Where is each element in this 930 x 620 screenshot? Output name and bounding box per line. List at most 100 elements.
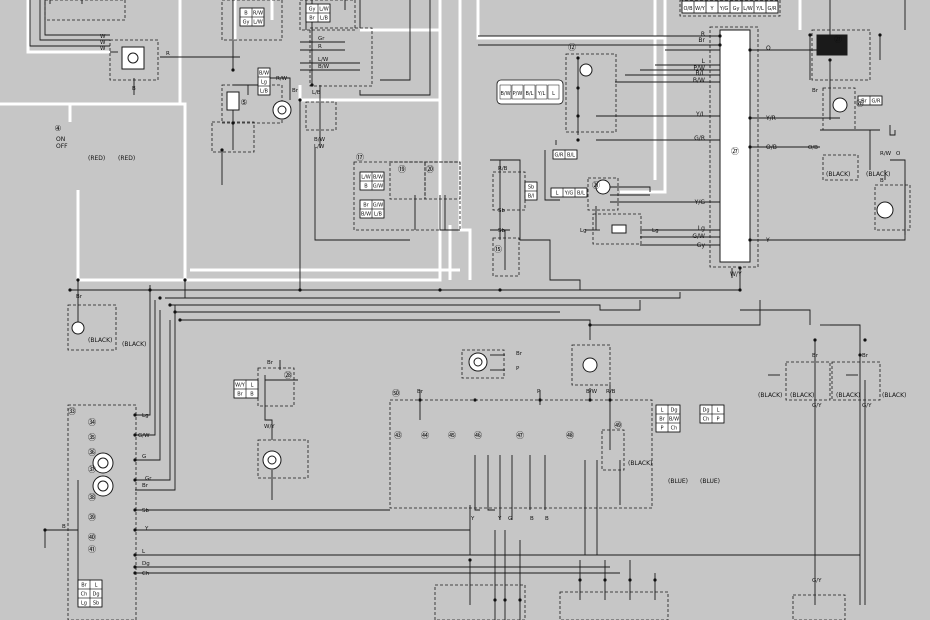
fan-motor-inner-icon xyxy=(473,357,483,367)
wire-label-br7: Br xyxy=(812,353,819,359)
connector-c6-pin-1: B/L xyxy=(567,153,575,159)
wire-label-w2: W xyxy=(100,40,106,46)
wire-label-rb2: R/B xyxy=(498,166,508,172)
sensor-connector-body xyxy=(496,79,564,105)
ecu-connector-top-right xyxy=(816,34,848,56)
terminal-dot xyxy=(133,478,137,482)
connector-pin-cell xyxy=(89,597,103,608)
terminal-dot xyxy=(178,318,182,322)
wire-label-gy2: G/Y xyxy=(862,403,872,409)
part-number-n15: ⑮ xyxy=(494,245,502,254)
terminal-dot xyxy=(808,33,812,37)
connector-c10-pin-4: P xyxy=(660,426,663,432)
connector-c3-pin-3: G/W xyxy=(373,184,384,190)
wire-label-y1: Y xyxy=(144,526,149,532)
label-black-1: (BLACK) xyxy=(88,337,112,344)
terminal-dot xyxy=(133,528,137,532)
wire-label-br6: Br xyxy=(142,483,149,489)
injector-icon xyxy=(832,97,848,113)
connector-c10-pin-2: Br xyxy=(659,417,665,423)
label-black-5: (BLACK) xyxy=(758,392,782,399)
ecu-left-wire-9: Lg xyxy=(698,225,705,232)
meter-lamp-inner-icon-1 xyxy=(97,457,109,469)
wire-label-bw3: B/W xyxy=(586,389,598,395)
ecu-left-wire-10: G/W xyxy=(692,233,705,240)
meter-lamp-inner-icon-2 xyxy=(97,480,109,492)
terminal-dot xyxy=(133,565,137,569)
wire-label-sb2: Sb xyxy=(498,208,505,214)
label-red-1: (RED) xyxy=(88,155,105,162)
connector-c1-pin-3: L/W xyxy=(253,20,262,26)
connector-c4-pin-1: G/W xyxy=(373,203,384,209)
connector-pin-cell xyxy=(564,149,578,160)
connector-c8-pin-1: B/l xyxy=(528,194,535,200)
connector-c3-pin-0: L/W xyxy=(361,175,370,181)
part-number-n12: ⑫ xyxy=(568,43,576,52)
part-number-n19: ⑲ xyxy=(398,165,406,174)
ecu-left-wire-5: B/W xyxy=(693,77,705,84)
label-on: ON xyxy=(56,136,65,143)
wire-label-br4: Br xyxy=(417,389,424,395)
connector-c13-pin-2: Br xyxy=(237,392,243,398)
connector-c1-pin-2: Gy xyxy=(243,20,250,26)
terminal-dot xyxy=(168,303,172,307)
connector-c2-pin-0: Gy xyxy=(309,7,316,13)
terminal-dot xyxy=(518,598,522,602)
top-connector-pin-7: G/R xyxy=(767,6,777,12)
wire-label-lg1: Lg xyxy=(142,413,149,419)
part-number-n40: ㊵ xyxy=(88,533,96,542)
terminal-dot xyxy=(738,288,742,292)
sensor-pin-cell xyxy=(499,84,512,100)
component-boxes xyxy=(44,0,911,620)
connector-c10-pin-1: Dg xyxy=(670,408,677,414)
part-number-n39: ㊴ xyxy=(88,513,96,522)
terminal-dot xyxy=(603,578,607,582)
top-connector-pin-3: Y/G xyxy=(719,6,729,12)
terminal-dot xyxy=(588,323,592,327)
terminal-dot xyxy=(133,508,137,512)
part-number-n38: ㊳ xyxy=(88,493,96,502)
terminal-dot xyxy=(863,338,867,342)
top-connector-pin-1: W/Y xyxy=(695,6,706,12)
part-number-n35: ㉟ xyxy=(88,433,96,442)
connector-pin-cell xyxy=(371,208,385,219)
top-connector-pin-5: L/W xyxy=(743,6,752,12)
connector-c2-pin-3: L/B xyxy=(320,16,328,22)
part-number-n45: ㊺ xyxy=(448,431,456,440)
terminal-dot xyxy=(718,34,722,38)
connector-c12-pin-5: Sb xyxy=(93,601,99,607)
part-number-n4: ④ xyxy=(54,124,61,133)
terminal-dot xyxy=(576,86,580,90)
wire-label-r2: R xyxy=(318,44,322,50)
sensor-coil-icon-1 xyxy=(579,63,593,77)
terminal-dot xyxy=(748,116,752,120)
connector-pin-cell xyxy=(711,413,725,424)
terminal-dot xyxy=(828,58,832,62)
terminal-dot xyxy=(538,398,542,402)
wire-label-gy3: G/Y xyxy=(812,578,822,584)
sensor-pin-cell xyxy=(511,84,524,100)
connector-c1-pin-1: R/W xyxy=(253,11,263,17)
speed-sensor-inner-icon xyxy=(267,455,277,465)
top-connector-pin-0: O/B xyxy=(683,6,693,12)
connector-c5-pin-2: L/B xyxy=(260,89,268,95)
connector-c8-pin-0: Sb xyxy=(528,185,534,191)
connector-c13-pin-3: B xyxy=(250,392,254,398)
wire-label-bw2: B/W xyxy=(314,137,326,143)
part-number-n37: ㊲ xyxy=(88,465,96,474)
part-number-n49: ㊾ xyxy=(614,421,622,430)
ecu-left-wire-2: L xyxy=(702,58,706,65)
label-black-4: (BLACK) xyxy=(866,171,890,178)
part-number-n28: ㉘ xyxy=(284,371,292,380)
ecu-left-wire-4: B/L xyxy=(696,70,706,77)
terminal-dot xyxy=(748,238,752,242)
terminal-dot xyxy=(576,138,580,142)
terminal-dot xyxy=(576,56,580,60)
terminal-dot xyxy=(173,310,177,314)
ecu-left-wire-7: G/R xyxy=(694,135,705,142)
connector-c7-pin-0: L xyxy=(556,191,559,197)
label-black-8: (BLACK) xyxy=(628,460,652,467)
